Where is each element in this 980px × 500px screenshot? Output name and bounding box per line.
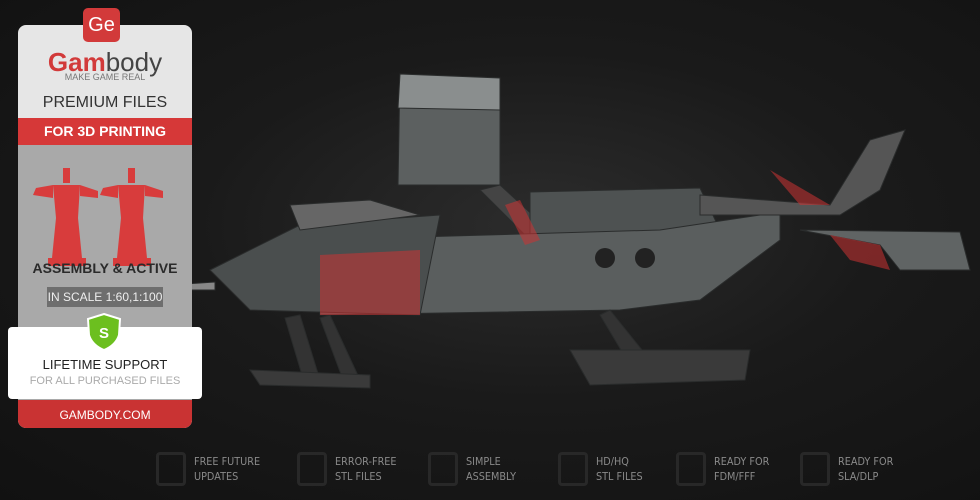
feature-label: HD/HQ STL FILES xyxy=(596,455,643,483)
gambody-logo-badge[interactable]: Ge xyxy=(83,8,120,42)
shield-icon: S xyxy=(86,313,122,351)
refresh-icon xyxy=(156,452,186,486)
shield-letter: S xyxy=(99,325,109,342)
feature-label: READY FOR FDM/FFF xyxy=(714,455,770,483)
tagline: MAKE GAME REAL xyxy=(64,72,146,82)
sla-printer-icon xyxy=(800,452,830,486)
support-subtitle: FOR ALL PURCHASED FILES xyxy=(29,375,181,387)
assembly-heading: ASSEMBLY & ACTIVE xyxy=(32,260,178,276)
mouse-icon xyxy=(558,452,588,486)
figure-illustration xyxy=(33,168,163,266)
feature-sla: READY FOR SLA/DLP xyxy=(800,452,901,486)
file-check-icon xyxy=(297,452,327,486)
feature-simple-assembly: SIMPLE ASSEMBLY xyxy=(428,452,523,486)
gambody-website-link[interactable]: GAMBODY.COM xyxy=(18,400,192,428)
feature-label: ERROR-FREE STL FILES xyxy=(335,455,397,483)
fdm-printer-icon xyxy=(676,452,706,486)
feature-free-updates: FREE FUTURE UPDATES xyxy=(156,452,269,486)
brand-name-red: Gam xyxy=(47,47,106,77)
scale-badge: IN SCALE 1:60,1:100 xyxy=(47,287,163,307)
brand-name-rest: body xyxy=(105,47,163,77)
feature-error-free: ERROR-FREE STL FILES xyxy=(297,452,405,486)
support-title: LIFETIME SUPPORT xyxy=(42,357,168,372)
feature-hd-stl: HD/HQ STL FILES xyxy=(558,452,649,486)
puzzle-icon xyxy=(428,452,458,486)
feature-label: SIMPLE ASSEMBLY xyxy=(466,455,517,483)
feature-fdm: READY FOR FDM/FFF xyxy=(676,452,777,486)
brand-name: Gambody xyxy=(18,47,192,78)
feature-label: READY FOR SLA/DLP xyxy=(838,455,894,483)
feature-label: FREE FUTURE UPDATES xyxy=(194,455,261,483)
premium-files-heading: PREMIUM FILES xyxy=(42,94,168,111)
printing-band: FOR 3D PRINTING xyxy=(18,118,192,145)
